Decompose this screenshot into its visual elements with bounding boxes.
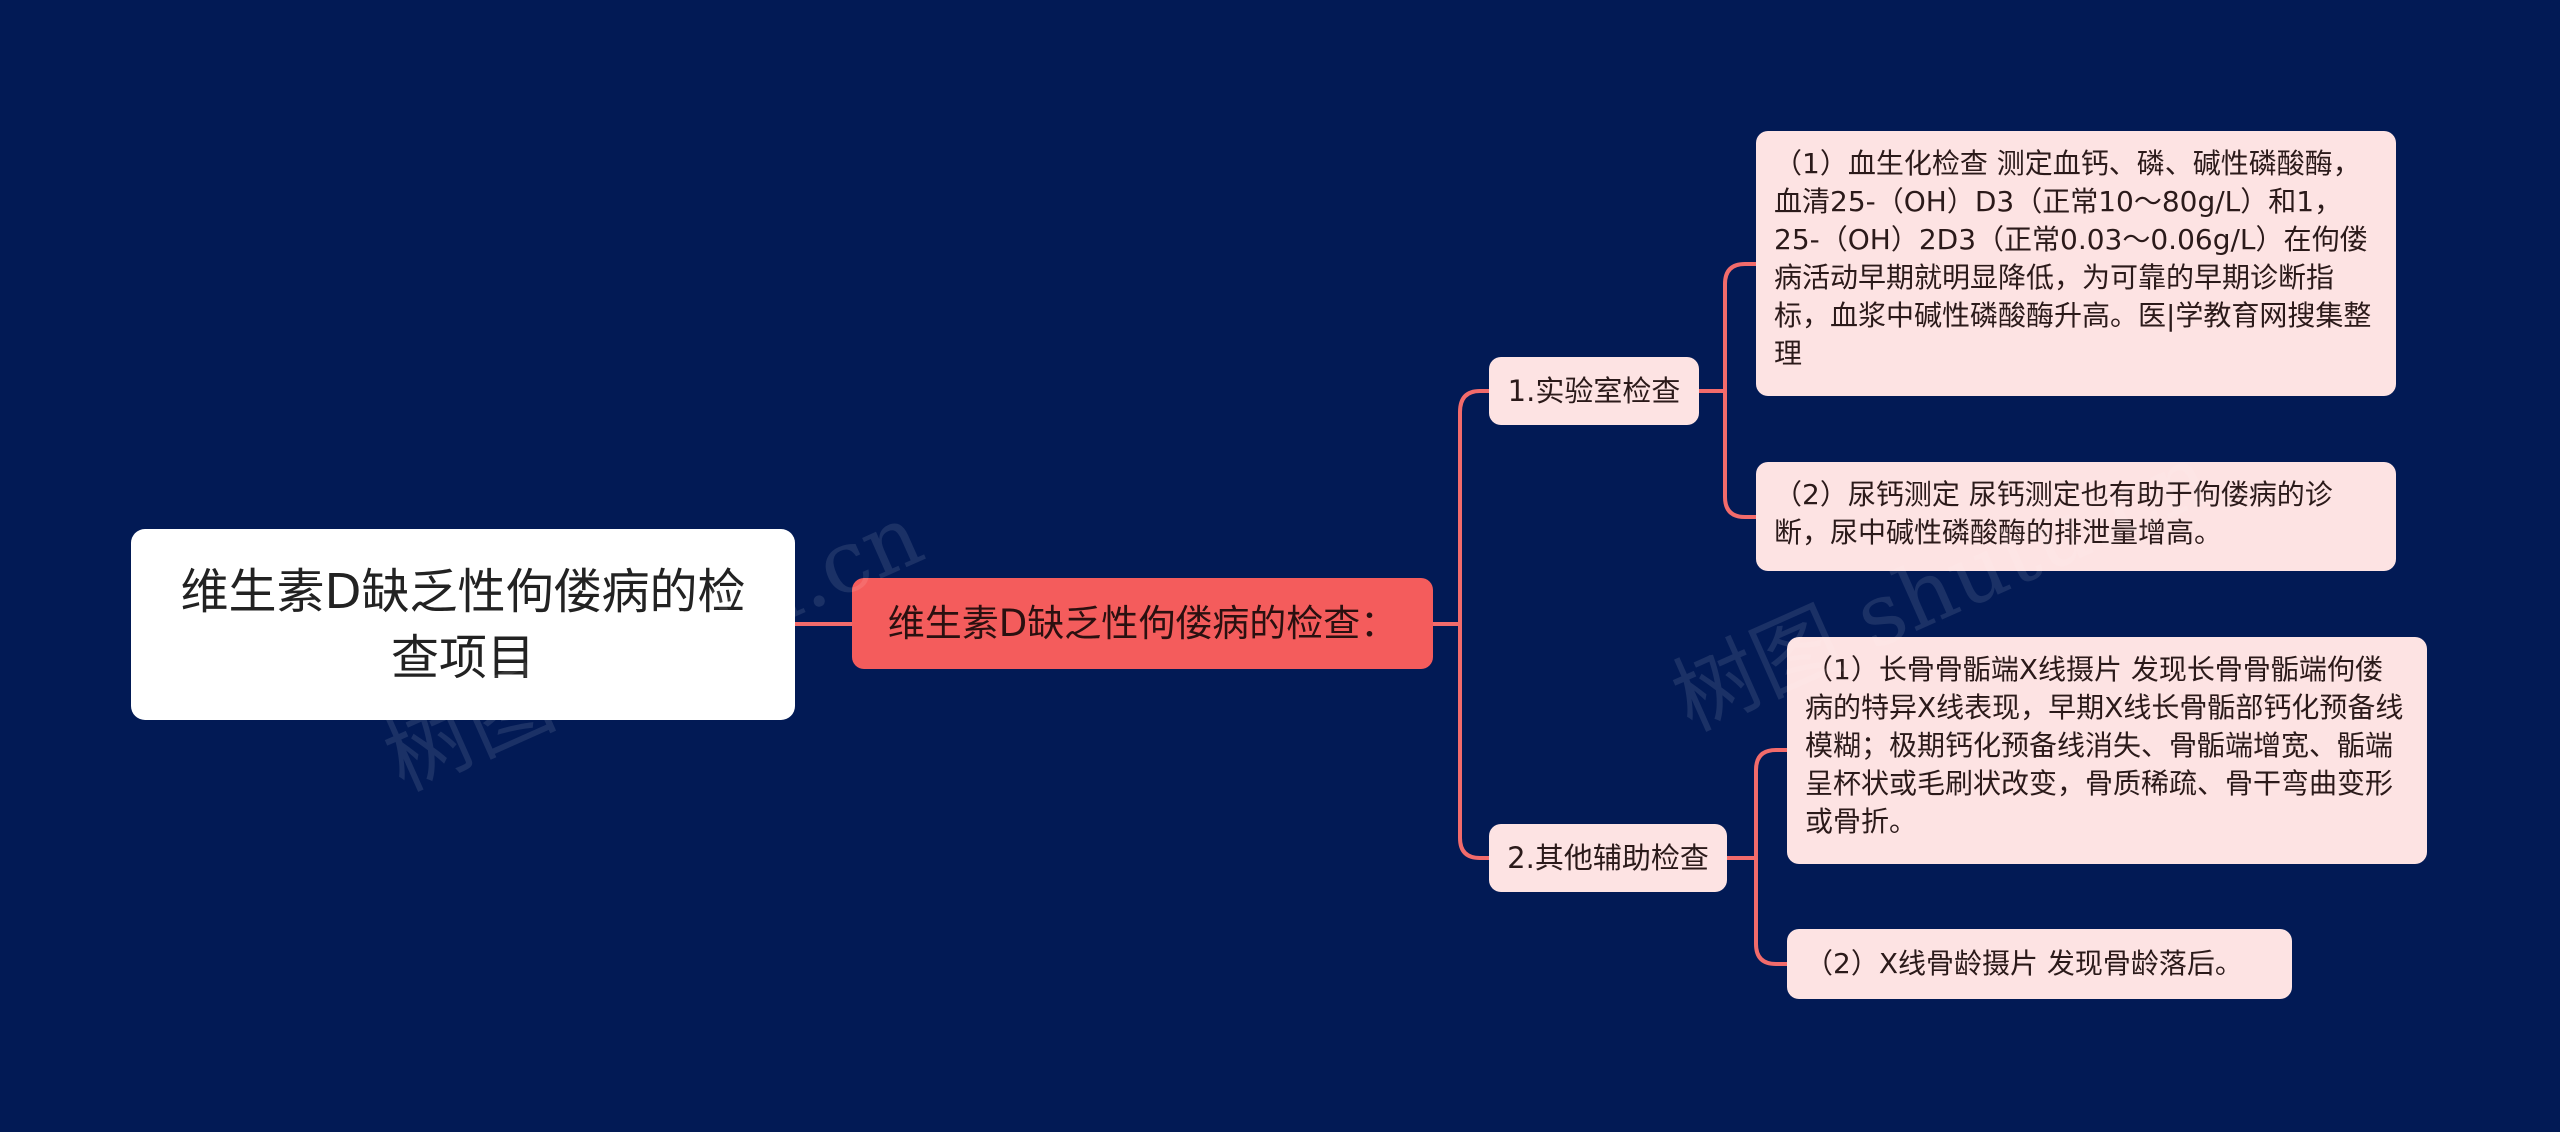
main-topic[interactable]: 维生素D缺乏性佝偻病的检查： <box>852 578 1433 669</box>
leaf-blood-biochemistry[interactable]: （1）血生化检查 测定血钙、磷、碱性磷酸酶，血清25-（OH）D3（正常10～8… <box>1756 131 2396 396</box>
branch-other-tests-label: 2.其他辅助检查 <box>1507 841 1709 875</box>
leaf-long-bone-xray-text: （1）长骨骨骺端X线摄片 发现长骨骨骺端佝偻病的特异X线表现，早期X线长骨骺部钙… <box>1805 653 2404 838</box>
branch-lab-tests[interactable]: 1.实验室检查 <box>1489 357 1699 425</box>
leaf-blood-biochemistry-text: （1）血生化检查 测定血钙、磷、碱性磷酸酶，血清25-（OH）D3（正常10～8… <box>1774 147 2372 370</box>
root-topic[interactable]: 维生素D缺乏性佝偻病的检查项目 <box>131 529 795 720</box>
connector-main-branches <box>1431 389 1491 860</box>
root-topic-text: 维生素D缺乏性佝偻病的检查项目 <box>180 564 746 686</box>
branch-other-tests[interactable]: 2.其他辅助检查 <box>1489 824 1727 892</box>
leaf-long-bone-xray[interactable]: （1）长骨骨骺端X线摄片 发现长骨骨骺端佝偻病的特异X线表现，早期X线长骨骺部钙… <box>1787 637 2427 864</box>
branch-lab-tests-label: 1.实验室检查 <box>1507 374 1681 408</box>
main-topic-text: 维生素D缺乏性佝偻病的检查： <box>887 602 1398 645</box>
connector-branch1-leaves <box>1697 262 1758 519</box>
connector-branch2-leaves <box>1725 748 1789 966</box>
leaf-bone-age-xray[interactable]: （2）X线骨龄摄片 发现骨龄落后。 <box>1787 929 2292 999</box>
leaf-urine-calcium-text: （2）尿钙测定 尿钙测定也有助于佝偻病的诊断，尿中碱性磷酸酶的排泄量增高。 <box>1774 478 2333 549</box>
leaf-bone-age-xray-text: （2）X线骨龄摄片 发现骨龄落后。 <box>1805 947 2243 980</box>
leaf-urine-calcium[interactable]: （2）尿钙测定 尿钙测定也有助于佝偻病的诊断，尿中碱性磷酸酶的排泄量增高。 <box>1756 462 2396 571</box>
